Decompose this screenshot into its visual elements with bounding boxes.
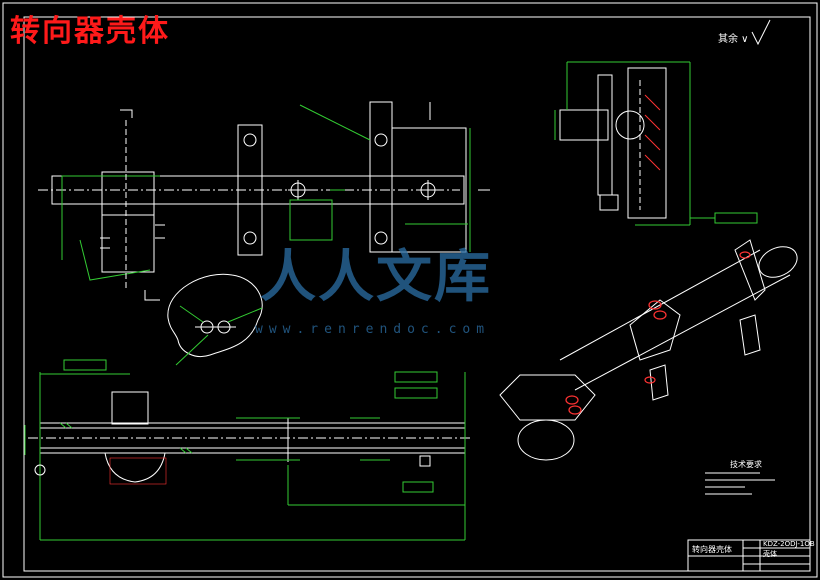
isometric-holes (565, 251, 751, 415)
isometric-view (499, 239, 798, 461)
title-block-part-name: 壳体 (763, 550, 777, 558)
section-markers (120, 102, 490, 301)
watermark-url: www.renrendoc.com (255, 322, 491, 337)
roughness-note: 其余 ∨ (718, 34, 749, 45)
title-block-drawing-name: 转向器壳体 (692, 545, 732, 554)
tech-requirements-title: 技术要求 (730, 460, 762, 469)
long-section-hatch (59, 417, 390, 485)
section-view-blob (167, 273, 263, 357)
title-block-code: KDZ-2ODJ-1OB (763, 540, 815, 548)
title-block (687, 539, 811, 572)
long-section-view (28, 391, 470, 483)
drawing-frame (23, 16, 811, 572)
drawing-title: 转向器壳体 (10, 14, 170, 49)
section-view-dims (175, 305, 263, 366)
side-view-dims (554, 61, 758, 226)
main-view-dimensions (61, 104, 471, 281)
long-section-dims (24, 359, 466, 541)
tech-requirements-lines (705, 472, 775, 495)
main-view-top (38, 101, 467, 273)
side-view-hatch (644, 94, 661, 171)
side-view (559, 67, 667, 219)
watermark-brand: 人人文库 (260, 244, 492, 310)
datum-marker (34, 464, 46, 476)
roughness-symbol (751, 19, 771, 46)
